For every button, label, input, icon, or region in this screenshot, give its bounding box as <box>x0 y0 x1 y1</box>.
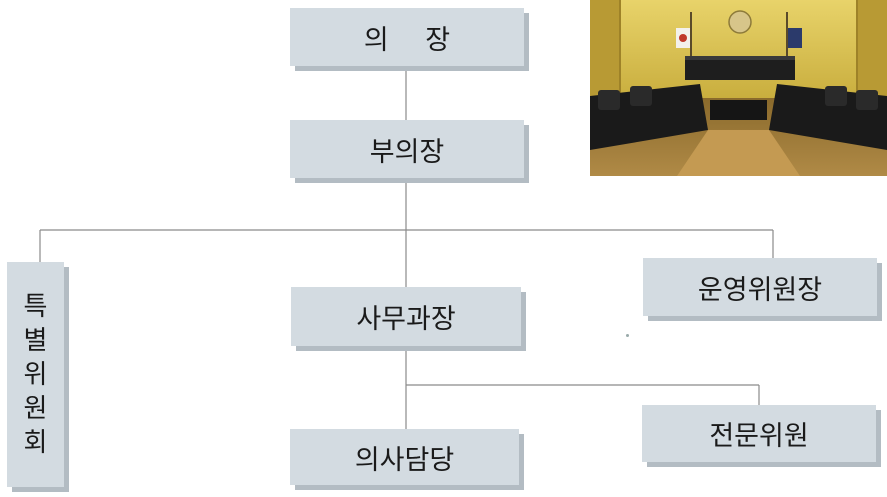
chair-box: 의 장 <box>290 8 524 66</box>
operations-committee-chair-box: 운영위원장 <box>643 258 877 316</box>
chair-label: 의 장 <box>363 24 465 56</box>
council-chamber-photo <box>590 0 887 176</box>
council-chamber-illustration <box>590 0 887 176</box>
vice-chair-label: 부의장 <box>369 136 445 168</box>
expert-member-label: 전문위원 <box>709 421 809 452</box>
expert-member-box: 전문위원 <box>642 405 876 462</box>
special-committee-box: 특 별 위 원 회 <box>7 262 64 487</box>
proceedings-officer-label: 의사담당 <box>354 444 455 476</box>
special-committee-char: 원 <box>23 393 48 424</box>
secretariat-head-label: 사무과장 <box>356 304 456 335</box>
proceedings-officer-box: 의사담당 <box>290 429 519 485</box>
vice-chair-box: 부의장 <box>290 120 524 178</box>
stray-dot <box>626 334 629 337</box>
special-committee-char: 회 <box>23 427 48 458</box>
special-committee-char: 특 <box>23 291 48 322</box>
special-committee-char: 별 <box>23 325 48 356</box>
operations-committee-chair-label: 운영위원장 <box>697 274 823 306</box>
special-committee-char: 위 <box>23 359 48 390</box>
secretariat-head-box: 사무과장 <box>291 287 521 346</box>
